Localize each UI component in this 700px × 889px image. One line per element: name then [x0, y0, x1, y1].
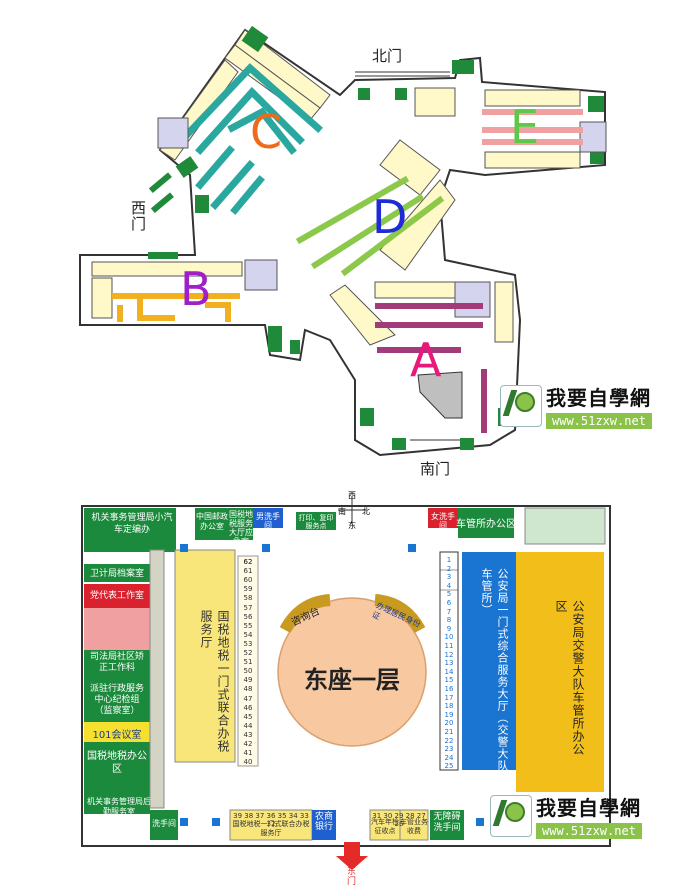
counter-number: 10 — [444, 633, 454, 642]
hall-tax-service: 国税地税一门式联合办税服务厅 — [199, 610, 230, 753]
counter-number: 54 — [243, 630, 253, 639]
counter-number: 51 — [243, 658, 253, 667]
counter-number: 55 — [243, 621, 253, 630]
counter-number: 43 — [243, 730, 253, 739]
counter-number: 21 — [444, 728, 454, 736]
counter-number: 5 — [446, 590, 452, 599]
watermark-title: 我要自學網 — [546, 386, 651, 410]
counter-number: 4 — [446, 581, 452, 590]
counter-number: 62 — [243, 558, 253, 566]
hall-traffic-office: 公安局交警大队车管所办公区 — [554, 600, 585, 756]
counter-number: 45 — [243, 712, 253, 721]
room-health-archive: 卫计局档案室 — [89, 569, 144, 579]
hall-police-service: 公安局一门式综合服务大厅（交警大队车管所） — [480, 568, 509, 772]
counter-number: 2 — [446, 564, 452, 573]
compass-south: 南 — [338, 507, 346, 516]
counter-number: 56 — [243, 612, 253, 621]
counter-number: 23 — [444, 745, 454, 754]
room-post-office: 中国邮政办公室 — [196, 512, 228, 531]
accessible-restroom: 无障碍洗手间 — [433, 812, 461, 833]
counter-number: 12 — [444, 650, 454, 659]
zone-b-label: B — [180, 262, 212, 316]
counter-number: 42 — [243, 740, 253, 748]
room-discipline: 派驻行政服务中心纪检组（监察室） — [89, 684, 144, 716]
counter-number: 8 — [446, 616, 452, 625]
zone-e-label: E — [510, 100, 540, 154]
room-vehicle-office: 机关事务管理局小汽车定编办 — [91, 513, 173, 535]
counter-number: 3 — [446, 573, 452, 582]
counter-number: 53 — [243, 639, 253, 648]
counter-number: 15 — [444, 676, 454, 685]
vehicle-fee-point: 车管业务收费 — [400, 818, 428, 835]
counter-number: 58 — [243, 594, 253, 603]
counter-number: 18 — [444, 702, 454, 711]
counter-number: 20 — [444, 719, 454, 728]
watermark-url: www.51zxw.net — [546, 413, 652, 429]
counter-number: 13 — [444, 659, 454, 668]
north-gate-label: 北门 — [372, 47, 403, 65]
counter-number: 16 — [444, 685, 454, 693]
restroom-men: 男洗手间 — [256, 512, 280, 530]
compass-west: 西 — [348, 491, 356, 500]
room-party-rep: 党代表工作室 — [89, 591, 144, 601]
east-gate-label: 东门 — [345, 866, 355, 886]
restroom-bottom-left: 洗手间 — [152, 819, 176, 828]
counter-number: 9 — [446, 624, 452, 633]
ground-floor-plan: 62 — [81, 496, 611, 870]
zone-d-label: D — [372, 190, 408, 244]
counter-numbers-bottom-right: 31 30 29 28 27 26 — [372, 812, 426, 828]
vehicle-inspection-point: 汽车年检征收点 — [371, 818, 399, 835]
counter-numbers-bottom: 39 38 37 36 35 34 33 32 — [233, 812, 309, 828]
counter-number: 47 — [243, 694, 253, 703]
zone-a-label: A — [410, 333, 442, 387]
counter-number: 48 — [243, 685, 253, 694]
counter-number: 24 — [444, 753, 454, 762]
bank-branch: 农商银行 — [314, 812, 333, 832]
west-gate-label: 西门 — [129, 200, 147, 232]
compass-north: 北 — [362, 507, 370, 516]
watermark-bottom: 我要自學網 www.51zxw.net — [490, 792, 642, 839]
counter-number: 44 — [243, 721, 253, 730]
counter-number: 6 — [446, 599, 452, 607]
restroom-women: 女洗手间 — [431, 512, 455, 530]
counter-number: 49 — [243, 676, 253, 685]
top-floor-map — [79, 25, 607, 457]
watermark-top: 我要自學網 www.51zxw.net — [500, 382, 652, 429]
room-justice-bureau: 司法局社区矫正工作科 — [89, 652, 144, 673]
south-gate-label: 南门 — [420, 460, 451, 478]
counter-number: 57 — [243, 603, 253, 612]
counter-number: 46 — [243, 703, 253, 712]
counter-number: 22 — [444, 736, 454, 745]
room-logistics: 机关事务管理局后勤服务室 — [87, 797, 151, 816]
counter-number: 61 — [243, 567, 253, 576]
counter-number: 41 — [243, 749, 253, 758]
svg-text:62: 62 — [244, 558, 253, 566]
site-logo-icon — [490, 794, 532, 837]
counter-number: 40 — [243, 758, 253, 767]
room-tax-emergency: 国税地税服务大厅应急室 — [229, 510, 253, 546]
counter-number: 1 — [446, 556, 452, 564]
floor-title: 东座一层 — [304, 666, 400, 694]
room-vehicle-admin: 车管所办公区 — [456, 519, 516, 530]
counter-number: 19 — [444, 710, 454, 719]
counter-number: 50 — [243, 667, 253, 676]
room-tax-office: 国税地税办公区 — [87, 751, 147, 775]
compass-east: 东 — [348, 521, 356, 530]
counter-number: 17 — [444, 693, 454, 702]
zone-c-label: C — [250, 105, 283, 159]
counter-number: 60 — [243, 576, 253, 585]
site-logo-icon — [500, 384, 542, 427]
print-service-point: 打印、复印服务点 — [298, 514, 334, 530]
counter-number: 52 — [243, 649, 253, 657]
counter-number: 11 — [444, 642, 454, 650]
counter-number: 7 — [446, 607, 452, 616]
counter-number: 25 — [444, 762, 454, 771]
room-tax-hall-bottom: 国税地税一门式联合办税服务厅 — [232, 820, 310, 837]
watermark-title: 我要自學網 — [536, 796, 641, 820]
watermark-url: www.51zxw.net — [536, 823, 642, 839]
counter-number: 14 — [444, 667, 454, 676]
room-meeting-101: 101会议室 — [92, 730, 142, 741]
counter-number: 59 — [243, 585, 253, 594]
